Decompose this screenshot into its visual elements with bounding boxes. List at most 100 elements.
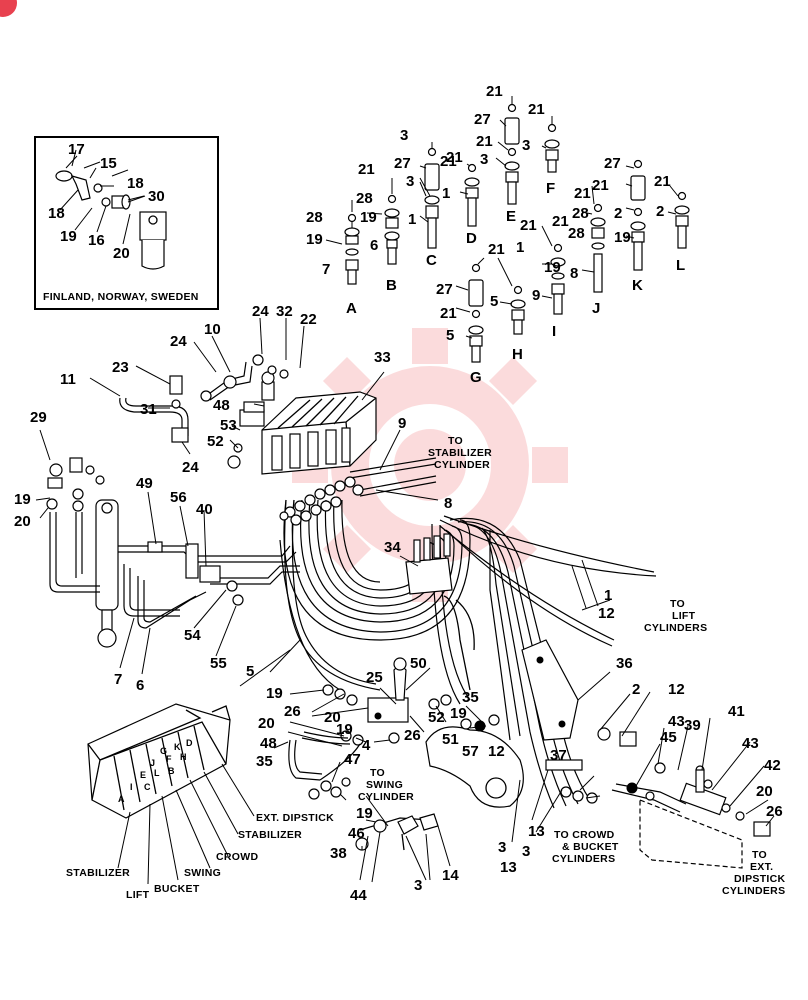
callout-number: 2	[632, 681, 640, 698]
callout-number: 50	[410, 655, 427, 672]
item-letter-label: E	[506, 208, 516, 225]
callout-number: 19	[450, 705, 467, 722]
callout-number: 13	[500, 859, 517, 876]
valve-section-label: LIFT	[126, 889, 150, 901]
callout-number: 20	[113, 245, 130, 262]
valve-bank-bottom: G K D J F H E L B I C A	[87, 703, 231, 819]
callout-number: 31	[140, 401, 157, 418]
callout-number: 1	[408, 211, 416, 228]
callout-number: 21	[654, 173, 671, 190]
note-line: TO	[448, 435, 463, 447]
valve-face-letter-3: D	[186, 738, 193, 748]
callout-number: 1	[604, 587, 612, 604]
callout-number: 5	[246, 663, 254, 680]
callout-number: 24	[170, 333, 187, 350]
callout-number: 21	[358, 161, 375, 178]
note-line: DIPSTICK	[734, 873, 786, 885]
fitting-stack-group	[344, 103, 690, 363]
callout-number: 27	[604, 155, 621, 172]
callout-number: 44	[350, 887, 367, 904]
valve-face-letter-2: K	[174, 742, 181, 752]
item-letter-label: A	[346, 300, 357, 317]
callout-number: 42	[764, 757, 781, 774]
callout-number: 19	[60, 228, 77, 245]
callout-number: 20	[324, 709, 341, 726]
callout-number: 35	[462, 689, 479, 706]
callout-number: 3	[414, 877, 422, 894]
callout-number: 22	[300, 311, 317, 328]
upper-left-tubes	[119, 354, 289, 469]
callout-number: 21	[446, 149, 463, 166]
callout-number: 49	[136, 475, 153, 492]
callout-number: 41	[728, 703, 745, 720]
note-line: CYLINDERS	[644, 622, 707, 634]
callout-number: 8	[444, 495, 452, 512]
callout-number: 12	[598, 605, 615, 622]
callout-number: 2	[656, 203, 664, 220]
callout-number: 35	[256, 753, 273, 770]
callout-number: 21	[574, 185, 591, 202]
valve-face-letter-6: H	[180, 752, 187, 762]
callout-number: 37	[550, 747, 567, 764]
callout-number: 25	[366, 669, 383, 686]
valve-face-letter-12: A	[118, 794, 125, 804]
callout-number: 39	[684, 717, 701, 734]
inset-detail: FINLAND, NORWAY, SWEDEN	[34, 136, 219, 310]
callout-number: 14	[442, 867, 459, 884]
callout-number: 19	[266, 685, 283, 702]
valve-section-label: STABILIZER	[66, 867, 130, 879]
callout-number: 21	[488, 241, 505, 258]
callout-number: 40	[196, 501, 213, 518]
left-cylinder-assembly	[46, 457, 300, 648]
note-line: TO CROWD	[554, 829, 615, 841]
callout-number: 32	[276, 303, 293, 320]
item-letter-label: C	[426, 252, 437, 269]
callout-number: 4	[362, 737, 371, 754]
callout-number: 24	[182, 459, 199, 476]
callout-number: 28	[572, 205, 589, 222]
note-line: EXT.	[750, 861, 773, 873]
inset-caption: FINLAND, NORWAY, SWEDEN	[43, 291, 199, 303]
callout-number: 28	[306, 209, 323, 226]
callout-number: 19	[14, 491, 31, 508]
callout-number: 15	[100, 155, 117, 172]
item-letter-label: F	[546, 180, 555, 197]
item-letter-label: J	[592, 300, 600, 317]
swing-fittings	[288, 657, 500, 851]
valve-face-letter-1: G	[160, 746, 167, 756]
callout-number: 21	[552, 213, 569, 230]
note-stabilizer-cylinder: TO STABILIZER CYLINDER	[428, 435, 492, 471]
callout-number: 54	[184, 627, 201, 644]
callout-number: 27	[436, 281, 453, 298]
callout-number: 18	[127, 175, 144, 192]
note-line: STABILIZER	[428, 447, 492, 459]
callout-number: 5	[490, 293, 498, 310]
callout-number: 10	[204, 321, 221, 338]
callout-number: 53	[220, 417, 237, 434]
valve-face-letter-9: B	[168, 766, 175, 776]
note-line: CYLINDERS	[552, 853, 615, 865]
callout-number: 26	[766, 803, 783, 820]
callout-number: 2	[614, 205, 622, 222]
callout-number: 45	[660, 729, 677, 746]
valve-face-letter-5: F	[166, 754, 172, 764]
item-letter-label: K	[632, 277, 643, 294]
valve-section-label: STABILIZER	[238, 829, 302, 841]
note-lift-cylinders: TO LIFT CYLINDERS	[644, 598, 707, 634]
item-letter-label: H	[512, 346, 523, 363]
item-letter-labels: A B C D E F G H I J K L	[346, 180, 685, 386]
corner-badge	[0, 0, 17, 17]
callout-number: 57	[462, 743, 479, 760]
callout-number: 13	[528, 823, 545, 840]
callout-number: 9	[532, 287, 540, 304]
callout-number: 20	[14, 513, 31, 530]
valve-face-letter-11: C	[144, 782, 151, 792]
callout-number: 21	[520, 217, 537, 234]
valve-face-letter-7: E	[140, 770, 146, 780]
callout-number: 1	[516, 239, 524, 256]
callout-number: 36	[616, 655, 633, 672]
callout-number: 26	[404, 727, 421, 744]
callout-number: 28	[356, 190, 373, 207]
callout-number: 27	[474, 111, 491, 128]
callout-number: 27	[394, 155, 411, 172]
